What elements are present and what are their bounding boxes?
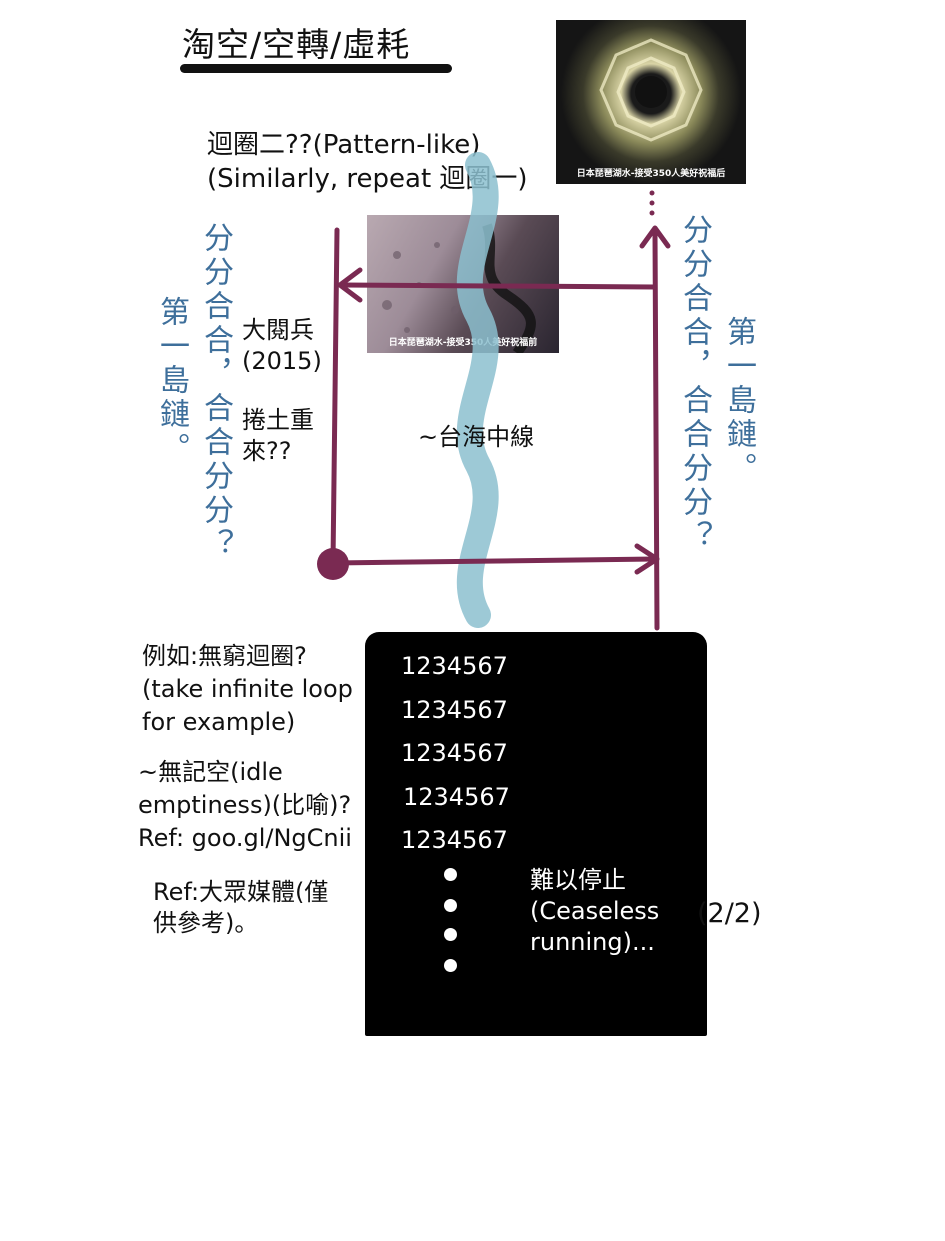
crystal-photo-before-caption: 日本琵琶湖水-接受350人美好祝福前 — [388, 338, 538, 348]
comeback-label: 捲土重 來?? — [242, 405, 314, 467]
ceaseless-line1: 難以停止 — [530, 866, 626, 894]
median-line-label: ~台海中線 — [418, 423, 535, 451]
idle-line1: ~無記空(idle — [138, 758, 283, 786]
top-horizontal-line — [339, 282, 658, 290]
idle-label: ~無記空(idle emptiness)(比喻)? Ref: goo.gl/Ng… — [138, 756, 352, 855]
left-vertical-inner-text: 分分合合，合合分分？ — [198, 222, 233, 562]
right-vertical-inner-text: 分分合合，合合分分？ — [677, 214, 712, 554]
ceaseless-line3: running)... — [530, 928, 655, 956]
example-label: 例如:無窮迴圈? (take infinite loop for example… — [142, 640, 353, 739]
left-vertical-line — [330, 227, 340, 565]
example-line1: 例如:無窮迴圈? — [142, 642, 307, 670]
continuation-dot — [649, 200, 655, 206]
crystal-photo-after-caption: 日本琵琶湖水-接受350人美好祝福后 — [576, 169, 726, 179]
example-line2: (take infinite loop — [142, 675, 353, 703]
loop-number: 1234567 — [401, 696, 508, 724]
bottom-horizontal-line — [330, 556, 658, 566]
comeback-line2: 來?? — [242, 437, 292, 465]
ref-media-line2: 供參考)。 — [153, 909, 259, 937]
ref-media-label: Ref:大眾媒體(僅 供參考)。 — [153, 877, 328, 939]
continuation-dot — [649, 210, 655, 216]
page-title: 淘空/空轉/虛耗 — [182, 25, 411, 64]
loop-number: 1234567 — [401, 739, 508, 767]
left-vertical-outer-text: 第一島鏈。 — [154, 296, 189, 466]
idle-ref-link[interactable]: Ref: goo.gl/NgCnii — [138, 824, 352, 852]
parade-line1: 大閱兵 — [242, 316, 314, 344]
crystal-photo-after: 日本琵琶湖水-接受350人美好祝福后 — [556, 20, 746, 184]
median-wavy-line — [456, 152, 499, 628]
right-vertical-outer-text: 第一島鏈。 — [721, 316, 756, 486]
ceaseless-line2: (Ceaseless — [530, 897, 660, 925]
ellipsis-dot — [444, 959, 457, 972]
start-dot — [317, 548, 349, 580]
page-indicator: (2/2) — [697, 898, 762, 929]
left-arrow-head — [337, 267, 363, 303]
comeback-line1: 捲土重 — [242, 406, 314, 434]
ceaseless-label: 難以停止 (Ceaseless running)... — [530, 865, 659, 958]
loop-number: 1234567 — [401, 826, 508, 854]
title-underline — [180, 64, 452, 73]
infinite-loop-box — [365, 632, 707, 1036]
loop-number: 1234567 — [403, 783, 510, 811]
parade-line2: (2015) — [242, 347, 322, 375]
loop-two-line1: 迴圈二??(Pattern-like) — [207, 130, 481, 160]
ellipsis-dot — [444, 868, 457, 881]
continuation-dot — [649, 190, 655, 196]
crystal-shape — [599, 38, 703, 142]
right-vertical-line — [652, 229, 660, 631]
up-arrow-head — [639, 225, 671, 249]
ellipsis-dot — [444, 899, 457, 912]
ellipsis-dot — [444, 928, 457, 941]
example-line3: for example) — [142, 708, 296, 736]
ref-media-line1: Ref:大眾媒體(僅 — [153, 878, 329, 906]
idle-line2: emptiness)(比喻)? — [138, 791, 352, 819]
loop-number: 1234567 — [401, 652, 508, 680]
parade-label: 大閱兵 (2015) — [242, 315, 322, 377]
